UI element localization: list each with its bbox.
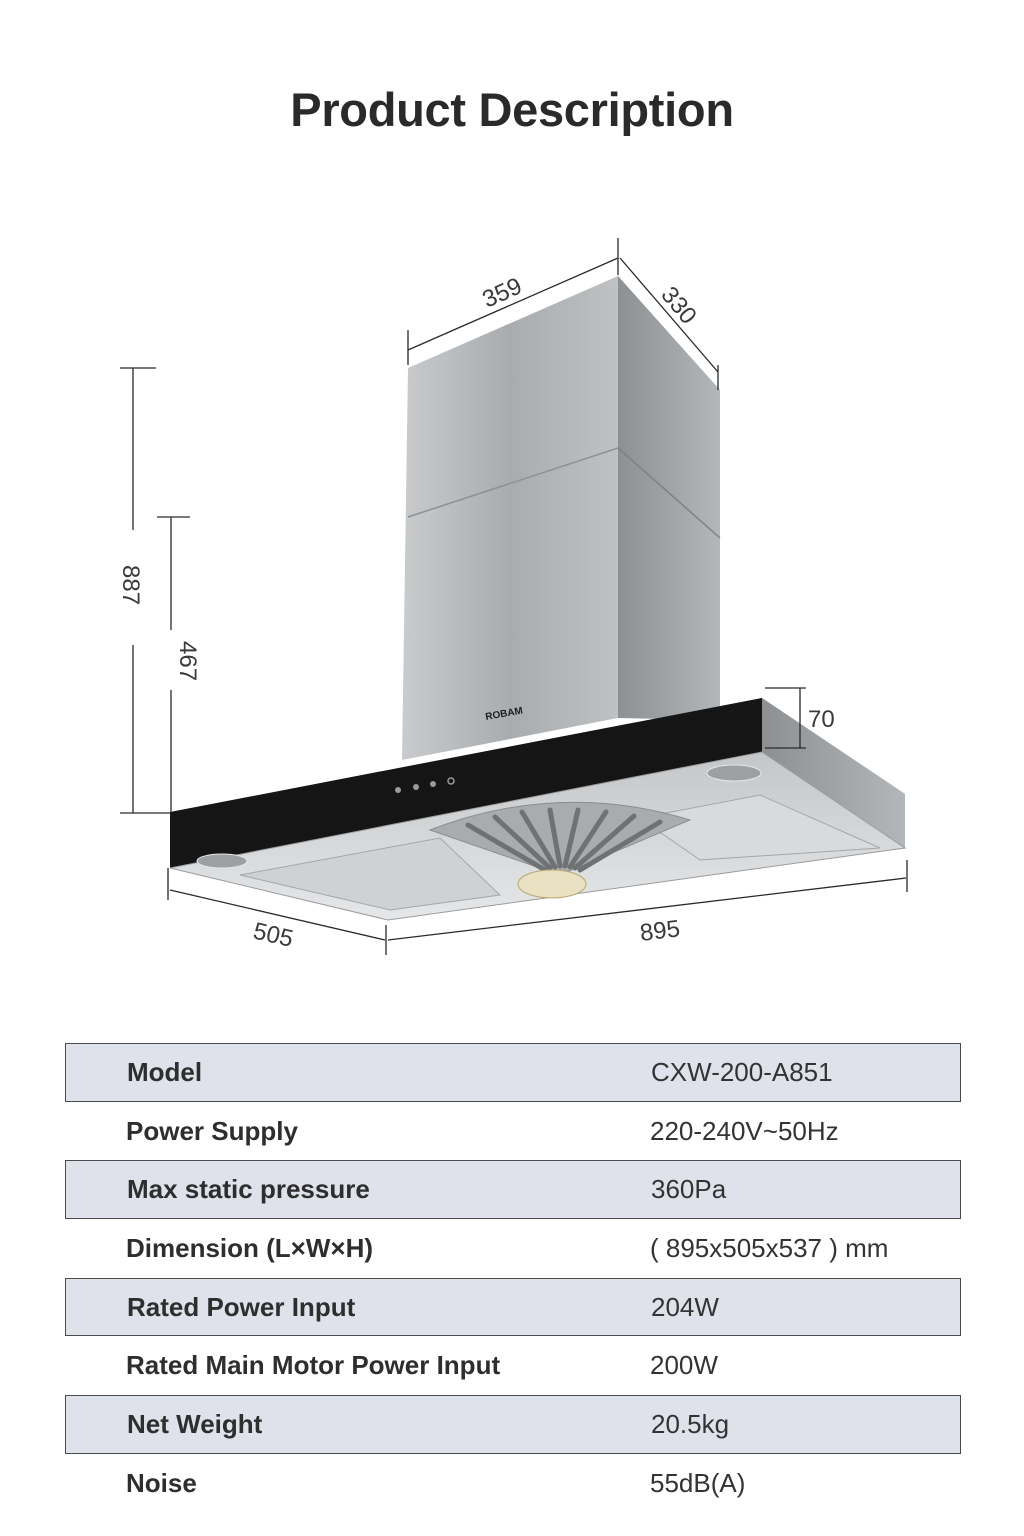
- spec-label: Rated Main Motor Power Input: [126, 1350, 501, 1381]
- spec-label: Dimension (L×W×H): [126, 1232, 374, 1263]
- spec-value: 20.5kg: [651, 1408, 730, 1439]
- range-hood-illustration: ROBAM: [117, 238, 908, 955]
- spec-value: 360Pa: [651, 1174, 727, 1205]
- spec-row-max-static-pressure: Max static pressure 360Pa: [65, 1160, 961, 1220]
- spec-table: Model CXW-200-A851 Power Supply 220-240V…: [65, 1043, 961, 1513]
- dimension-total-height: 887: [117, 565, 144, 605]
- range-hood-diagram: ROBAM: [0, 220, 1024, 980]
- spec-value: 204W: [651, 1291, 719, 1322]
- spec-label: Model: [127, 1056, 203, 1087]
- spec-label: Rated Power Input: [127, 1291, 356, 1322]
- spec-label: Max static pressure: [127, 1174, 370, 1205]
- spec-row-rated-power-input: Rated Power Input 204W: [65, 1277, 961, 1337]
- spec-row-power-supply: Power Supply 220-240V~50Hz: [65, 1102, 961, 1161]
- spec-value: ( 895x505x537 ) mm: [650, 1232, 889, 1263]
- spec-row-noise: Noise 55dB(A): [65, 1454, 961, 1513]
- dimension-hood-depth: 505: [251, 918, 296, 953]
- dimension-hood-thickness: 70: [808, 706, 835, 733]
- spec-label: Noise: [126, 1467, 197, 1498]
- spec-label: Net Weight: [127, 1408, 263, 1439]
- dimension-chimney-depth: 330: [655, 282, 701, 330]
- dimension-chimney-width: 359: [478, 273, 526, 314]
- spec-value: 220-240V~50Hz: [650, 1115, 839, 1146]
- page-title: Product Description: [290, 83, 734, 136]
- spec-value: 200W: [650, 1350, 718, 1381]
- spec-row-main-motor-power: Rated Main Motor Power Input 200W: [65, 1336, 961, 1395]
- chimney: [402, 276, 721, 760]
- dimension-lines: [120, 238, 908, 955]
- spec-value: CXW-200-A851: [651, 1056, 833, 1087]
- dimension-chimney-height: 467: [174, 641, 201, 681]
- spec-row-dimension: Dimension (L×W×H) ( 895x505x537 ) mm: [65, 1219, 961, 1278]
- hood-canopy: [169, 698, 907, 921]
- spec-row-net-weight: Net Weight 20.5kg: [65, 1395, 961, 1454]
- spec-value: 55dB(A): [650, 1467, 746, 1498]
- dimension-hood-width: 895: [638, 915, 681, 947]
- spec-row-model: Model CXW-200-A851: [65, 1043, 961, 1102]
- spec-label: Power Supply: [126, 1115, 298, 1146]
